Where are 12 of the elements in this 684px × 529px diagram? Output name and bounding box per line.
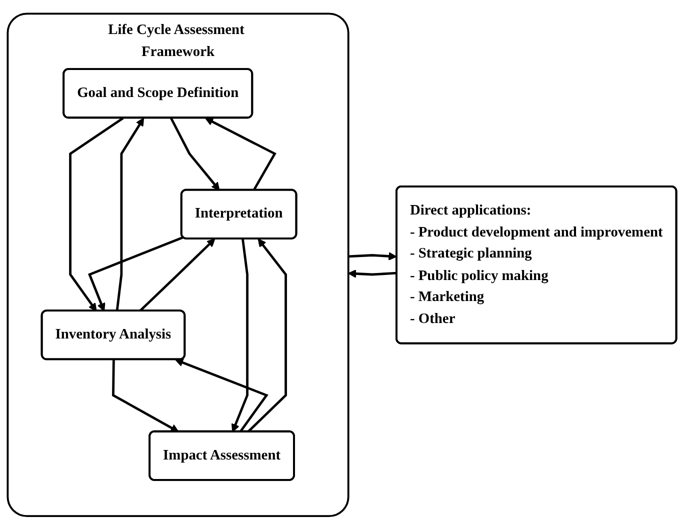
- arrow: [205, 117, 276, 191]
- arrow: [247, 238, 287, 432]
- arrow: [112, 359, 179, 432]
- arrow: [231, 238, 248, 432]
- arrow: [69, 116, 124, 312]
- arrow: [170, 117, 220, 190]
- arrow: [116, 117, 144, 311]
- arrow: [348, 269, 397, 278]
- arrow: [138, 238, 216, 312]
- arrow: [88, 236, 184, 312]
- arrow: [348, 252, 397, 260]
- arrow: [175, 358, 268, 432]
